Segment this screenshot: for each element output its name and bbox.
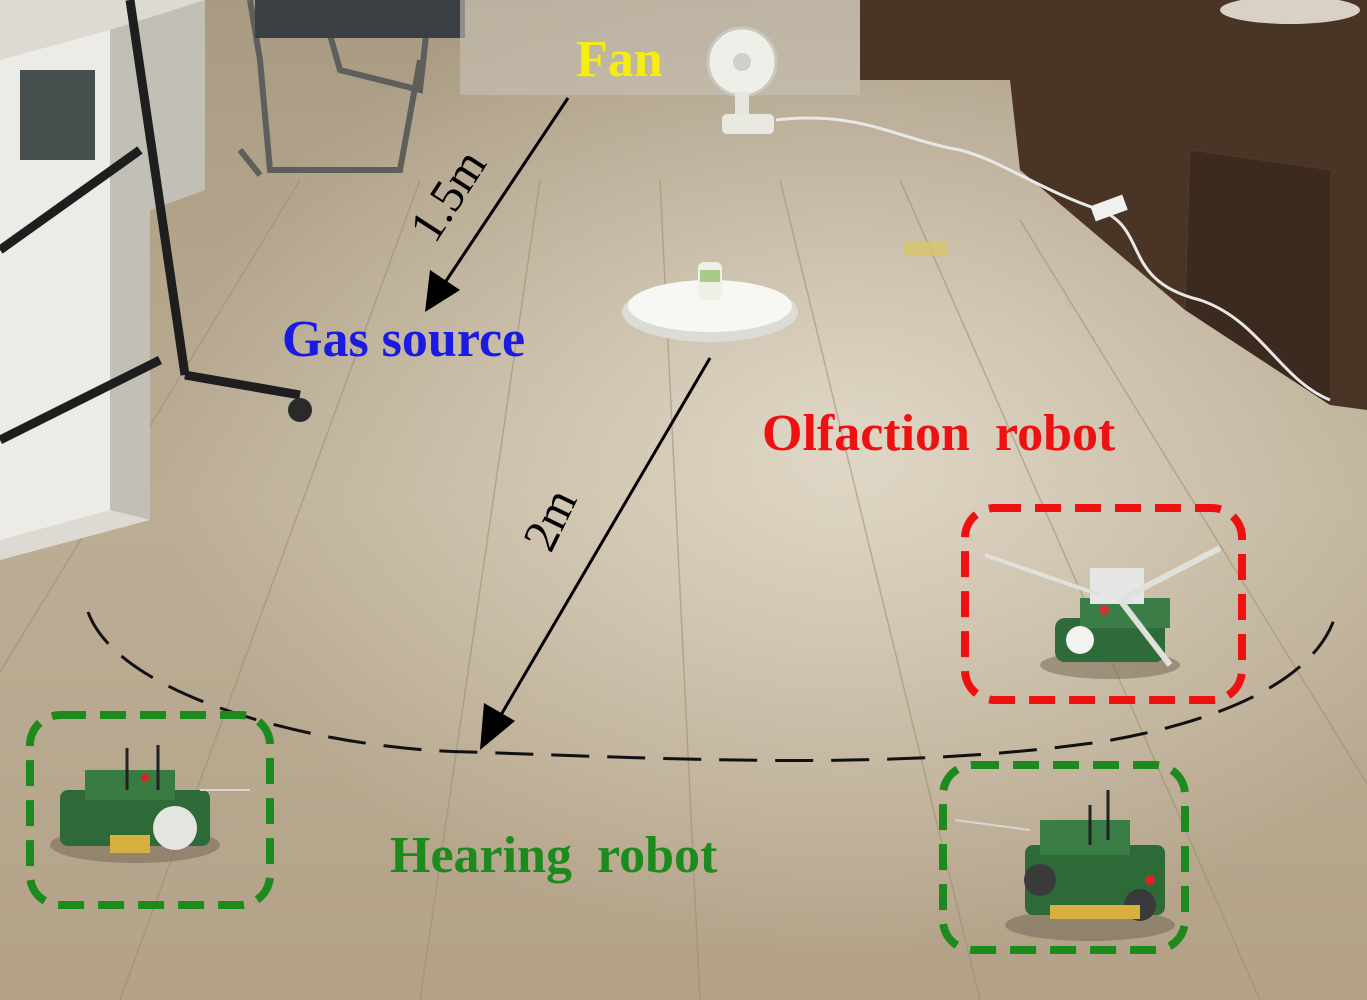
hearing-robot-right <box>954 790 1175 941</box>
olfaction-robot-label: Olfaction robot <box>762 405 1116 462</box>
fan-object <box>706 26 778 134</box>
cabinet-dark-panel <box>20 70 95 160</box>
hearing-robot-left <box>50 745 250 863</box>
distance-arrows <box>425 97 712 750</box>
stand-legs <box>0 0 301 445</box>
gas-source-label: Gas source <box>282 311 526 368</box>
hearing-robot-box-right <box>939 761 1189 954</box>
floor-plate <box>904 242 948 256</box>
desk-front <box>1185 150 1330 405</box>
fan-label: Fan <box>576 31 663 88</box>
cabinet-shadow <box>110 0 205 520</box>
olfaction-robot <box>984 545 1222 679</box>
desk-top-item <box>1220 0 1360 24</box>
gas-source-dish <box>622 262 798 342</box>
stand-wheel <box>288 398 312 422</box>
chair-seat <box>255 0 465 38</box>
olfaction-robot-box <box>961 504 1246 704</box>
power-strip <box>1090 194 1128 222</box>
back-wall-panel <box>460 0 860 95</box>
hearing-robot-box-left <box>26 711 274 909</box>
hearing-robot-label: Hearing robot <box>390 827 718 884</box>
